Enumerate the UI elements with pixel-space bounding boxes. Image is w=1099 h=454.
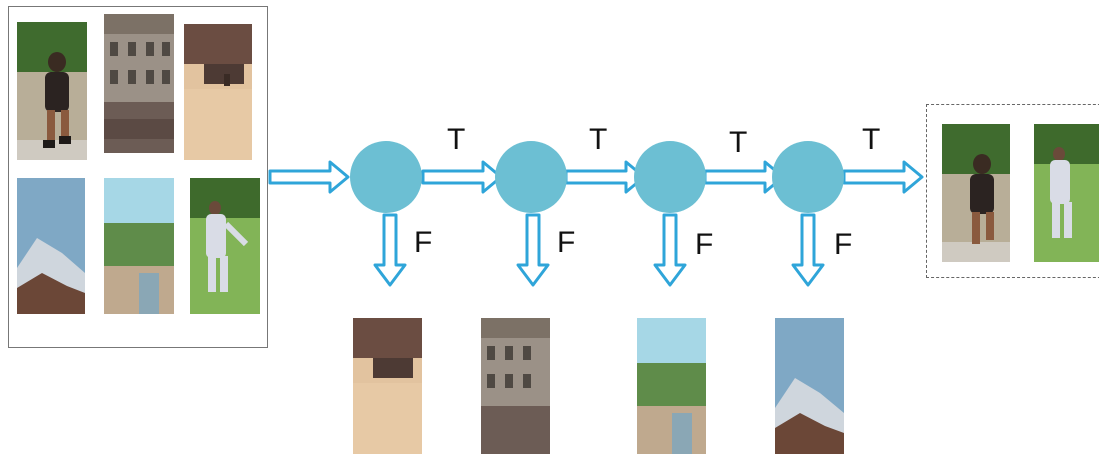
input-thumb-standing-person: [190, 178, 260, 314]
classifier-node-2: [495, 141, 567, 213]
true-arrow-4: [842, 160, 924, 194]
input-thumb-stone-wall: [104, 178, 174, 314]
true-label-4: T: [862, 123, 881, 156]
false-arrow-4: [791, 213, 825, 287]
false-arrow-2: [516, 213, 550, 287]
input-arrow: [268, 160, 350, 194]
output-thumb-standing-person: [1034, 124, 1099, 262]
false-arrow-1: [373, 213, 407, 287]
rejected-thumb-4: [775, 318, 844, 454]
output-thumb-hiker: [942, 124, 1010, 262]
false-label-3: F: [695, 228, 714, 261]
input-thumb-hiker: [17, 22, 87, 160]
true-arrow-1: [421, 160, 503, 194]
true-arrow-3: [703, 160, 785, 194]
classifier-node-1: [350, 141, 422, 213]
true-label-2: T: [589, 123, 608, 156]
classifier-node-4: [772, 141, 844, 213]
rejected-thumb-2: [481, 318, 550, 454]
false-arrow-3: [653, 213, 687, 287]
true-arrow-2: [564, 160, 646, 194]
rejected-thumb-3: [637, 318, 706, 454]
false-label-4: F: [834, 228, 853, 261]
false-label-2: F: [557, 226, 576, 259]
input-thumb-building: [104, 14, 174, 153]
input-thumb-sandy-slope: [184, 24, 252, 160]
true-label-1: T: [447, 123, 466, 156]
classifier-node-3: [634, 141, 706, 213]
rejected-thumb-1: [353, 318, 422, 454]
input-thumb-mountain: [17, 178, 85, 314]
false-label-1: F: [414, 226, 433, 259]
true-label-3: T: [729, 126, 748, 159]
